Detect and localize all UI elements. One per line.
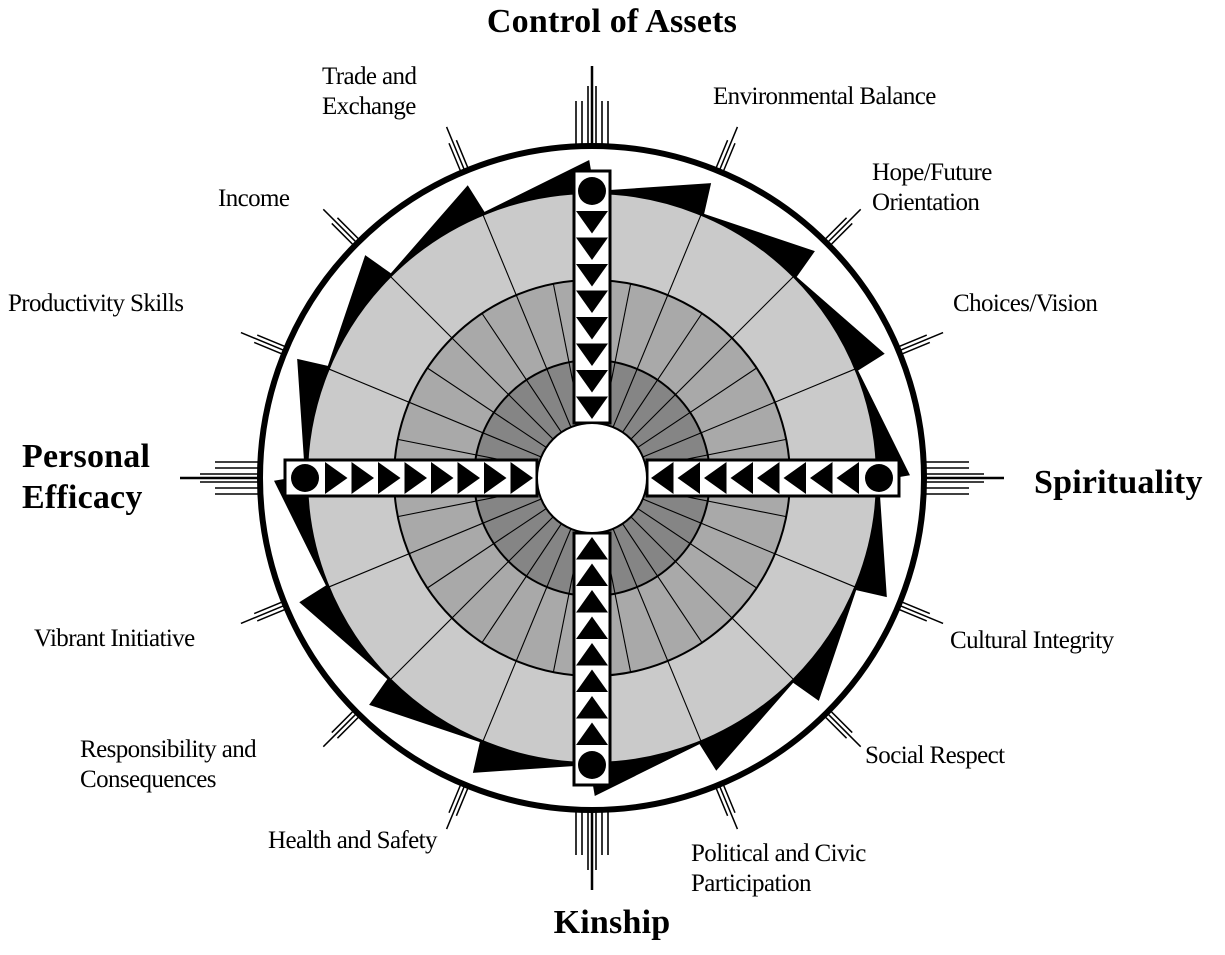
spoke-line xyxy=(622,523,703,643)
spoke-line xyxy=(612,528,702,742)
cross-arm-triangle xyxy=(510,462,533,494)
cross-arm-triangle xyxy=(783,462,806,494)
cross-arm-end-dot xyxy=(578,751,606,779)
cross-arm-triangle xyxy=(576,616,608,639)
label-personal-efficacy-line-2: Efficacy xyxy=(22,478,143,516)
label-spirituality: Spirituality xyxy=(1034,464,1203,501)
cross-arm-triangle xyxy=(576,669,608,692)
cross-arm-triangle xyxy=(576,211,608,234)
label-hope-future-orientation: Hope/Future Orientation xyxy=(872,158,992,218)
label-cultural-integrity: Cultural Integrity xyxy=(950,626,1114,656)
cross-arm-triangle xyxy=(484,462,507,494)
cross-arm xyxy=(572,169,612,425)
label-vibrant-initiative: Vibrant Initiative xyxy=(34,624,195,654)
cross-arm-triangle xyxy=(810,462,833,494)
spoke-line xyxy=(390,516,554,680)
cross-arms xyxy=(283,169,901,787)
outer-border xyxy=(257,143,927,813)
label-political-and-civic-participation: Political and Civic Participation xyxy=(691,839,866,899)
label-health-and-safety: Health and Safety xyxy=(268,826,438,856)
spoke-line xyxy=(390,276,554,440)
cross-arm-triangle xyxy=(325,462,348,494)
spoke-line xyxy=(630,516,794,680)
label-trade-line-1: Trade and xyxy=(322,63,417,90)
label-social-respect: Social Respect xyxy=(865,741,1005,771)
cross-arm xyxy=(283,458,539,498)
label-hope-line-1: Hope/Future xyxy=(872,159,992,186)
label-social-line-1: Social Respect xyxy=(865,742,1005,769)
cross-arm-triangle xyxy=(576,537,608,560)
cross-arm-triangle xyxy=(576,370,608,393)
label-responsibility-and-consequences: Responsibility and Consequences xyxy=(80,735,257,795)
cross-arm-triangle xyxy=(576,696,608,719)
cross-arm-triangle xyxy=(677,462,700,494)
spoke-line xyxy=(642,368,856,458)
cross-arm xyxy=(572,531,612,787)
cross-arm-triangle xyxy=(576,396,608,419)
label-choices-vision: Choices/Vision xyxy=(953,289,1098,319)
label-choices-line-1: Choices/Vision xyxy=(953,290,1098,317)
cross-arm-triangle xyxy=(576,290,608,313)
spoke-line xyxy=(427,367,547,448)
label-kinship: Kinship xyxy=(553,904,671,941)
spoke-line xyxy=(481,523,562,643)
cross-arm-end-dot xyxy=(578,177,606,205)
spoke-line xyxy=(427,508,547,589)
spoke-line xyxy=(482,214,572,428)
cross-arm-triangle xyxy=(704,462,727,494)
cross-arm-triangle xyxy=(457,462,480,494)
center-hub xyxy=(536,422,648,534)
cross-arm-triangle xyxy=(431,462,454,494)
cross-arm-triangle xyxy=(576,237,608,260)
label-control-of-assets: Control of Assets xyxy=(486,3,738,40)
label-vibrant-line-1: Vibrant Initiative xyxy=(34,625,195,652)
cross-arm-triangle xyxy=(836,462,859,494)
label-personal-efficacy: Personal Efficacy xyxy=(22,437,150,519)
cross-arm xyxy=(645,458,901,498)
spoke-line xyxy=(328,368,542,458)
spoke-line xyxy=(481,313,562,433)
label-productivity-skills: Productivity Skills xyxy=(8,289,184,319)
spoke-line xyxy=(328,498,542,588)
spoke-line xyxy=(642,498,856,588)
cross-arm-triangle xyxy=(576,317,608,340)
label-political-line-2: Participation xyxy=(691,870,812,897)
label-health-line-1: Health and Safety xyxy=(268,827,438,854)
cross-arm-triangle xyxy=(651,462,674,494)
cross-arm-triangle xyxy=(730,462,753,494)
cross-arm-triangle xyxy=(576,643,608,666)
label-productivity-line-1: Productivity Skills xyxy=(8,290,184,317)
cross-arm-triangle xyxy=(576,590,608,613)
cross-arm-triangle xyxy=(576,343,608,366)
spoke-line xyxy=(637,367,757,448)
label-hope-line-2: Orientation xyxy=(872,189,980,216)
label-income-line-1: Income xyxy=(218,185,290,212)
cross-arm-triangle xyxy=(757,462,780,494)
cross-arm-triangle xyxy=(378,462,401,494)
spoke-line xyxy=(482,528,572,742)
label-personal-efficacy-line-1: Personal xyxy=(22,438,151,475)
spoke-line xyxy=(630,276,794,440)
cross-arm-triangle xyxy=(351,462,374,494)
label-responsibility-line-2: Consequences xyxy=(80,766,216,793)
label-environment-line-1: Environmental Balance xyxy=(713,83,936,110)
cross-arm-triangle xyxy=(404,462,427,494)
label-income: Income xyxy=(218,184,290,214)
label-responsibility-line-1: Responsibility and xyxy=(80,736,257,763)
cross-arm-end-dot xyxy=(865,464,893,492)
spoke-line xyxy=(612,214,702,428)
cross-arm-end-dot xyxy=(291,464,319,492)
label-trade-line-2: Exchange xyxy=(322,93,416,120)
label-trade-and-exchange: Trade and Exchange xyxy=(322,62,417,122)
spoke-line xyxy=(637,508,757,589)
spoke-line xyxy=(622,313,703,433)
cross-arm-triangle xyxy=(576,722,608,745)
label-environmental-balance: Environmental Balance xyxy=(713,82,936,112)
label-cultural-line-1: Cultural Integrity xyxy=(950,627,1114,654)
cross-arm-triangle xyxy=(576,264,608,287)
label-political-line-1: Political and Civic xyxy=(691,840,866,867)
cross-arm-triangle xyxy=(576,563,608,586)
